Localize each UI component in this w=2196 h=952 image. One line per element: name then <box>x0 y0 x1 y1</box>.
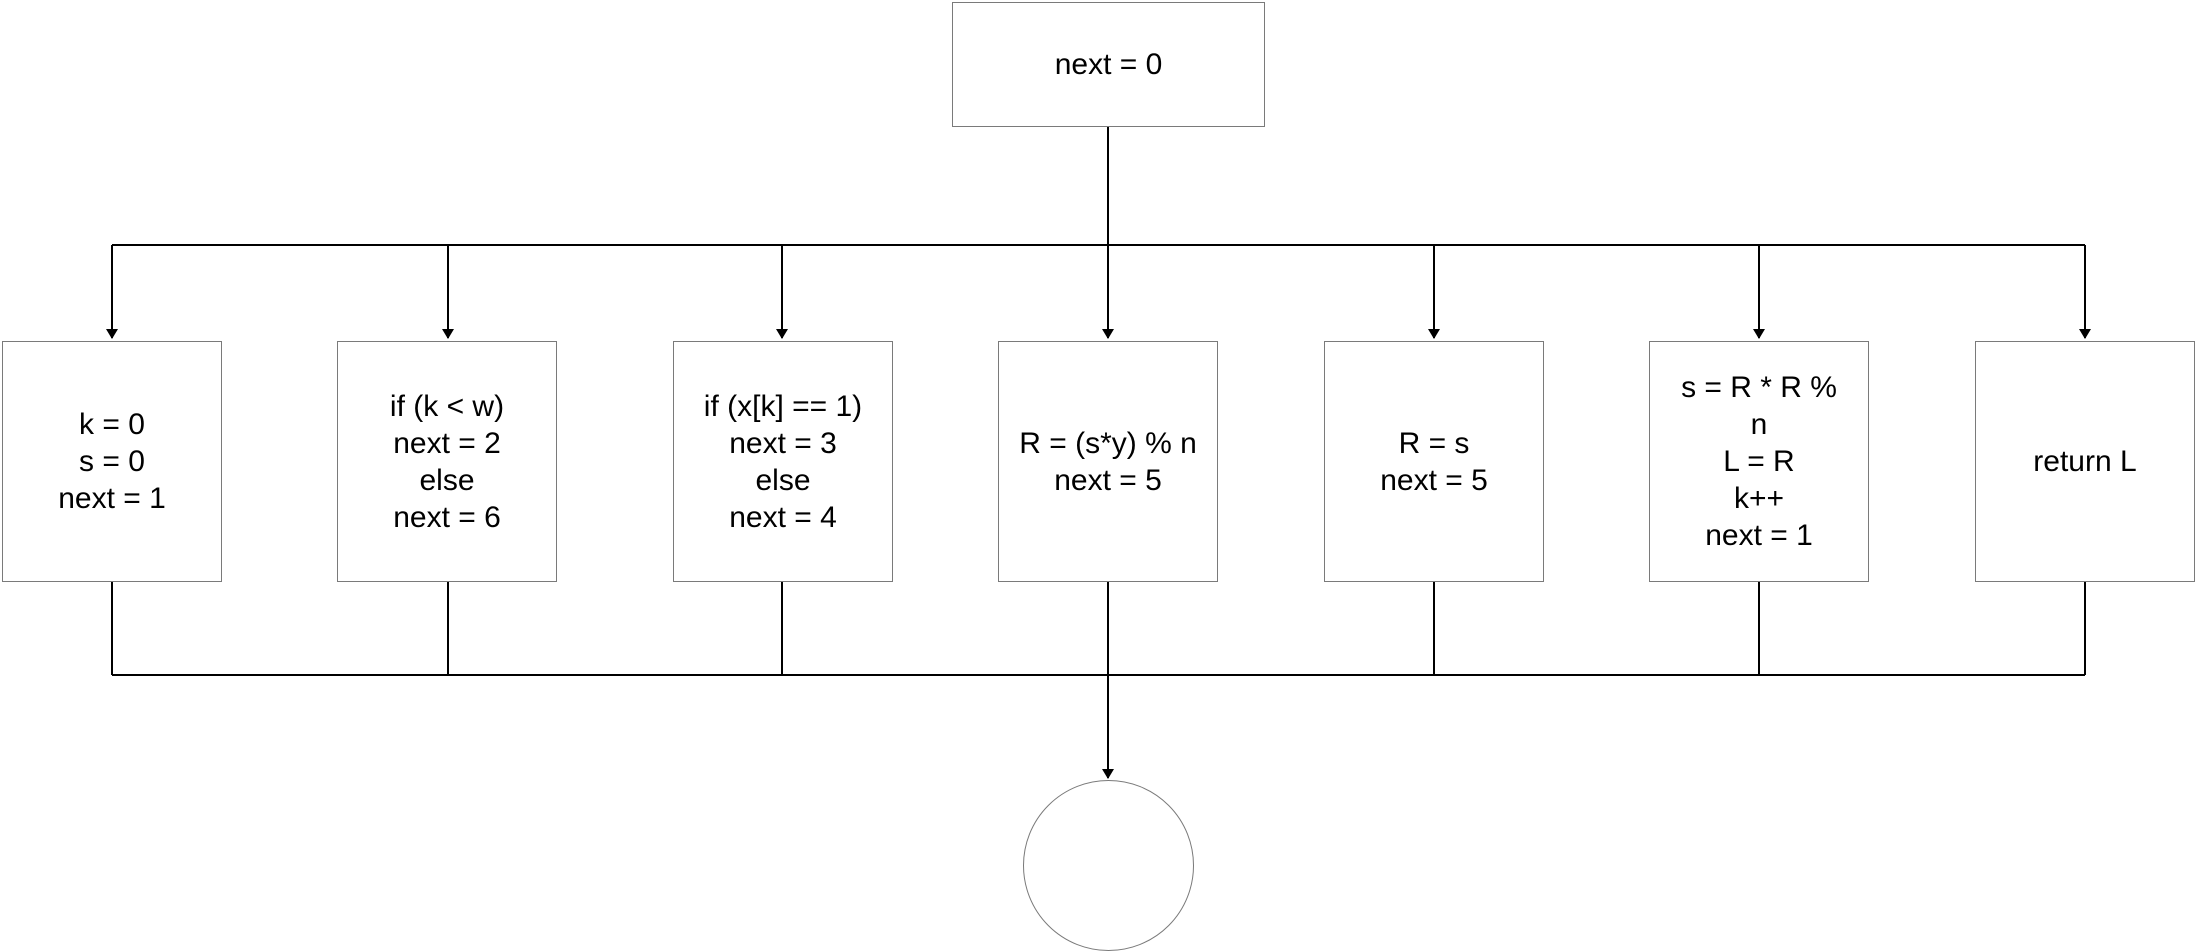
state-box-2-label: if (k < w) next = 2 else next = 6 <box>389 389 505 534</box>
state-box-6: s = R * R % n L = R k++ next = 1 <box>1649 341 1869 582</box>
end-circle <box>1023 780 1194 951</box>
state-box-2: if (k < w) next = 2 else next = 6 <box>337 341 557 582</box>
state-box-7: return L <box>1975 341 2195 582</box>
state-box-3-label: if (x[k] == 1) next = 3 else next = 4 <box>703 389 863 534</box>
state-box-1: k = 0 s = 0 next = 1 <box>2 341 222 582</box>
start-box: next = 0 <box>952 2 1265 127</box>
state-box-3: if (x[k] == 1) next = 3 else next = 4 <box>673 341 893 582</box>
state-box-4-label: R = (s*y) % n next = 5 <box>1019 426 1197 497</box>
state-box-6-label: s = R * R % n L = R k++ next = 1 <box>1681 371 1837 552</box>
state-box-4: R = (s*y) % n next = 5 <box>998 341 1218 582</box>
state-box-7-label: return L <box>2033 445 2137 478</box>
start-box-label: next = 0 <box>1054 48 1163 81</box>
state-box-1-label: k = 0 s = 0 next = 1 <box>58 408 166 515</box>
state-box-5: R = s next = 5 <box>1324 341 1544 582</box>
state-box-5-label: R = s next = 5 <box>1380 426 1488 497</box>
